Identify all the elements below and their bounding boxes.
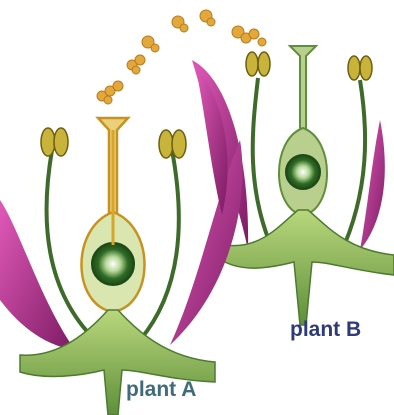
pollen-grain-icon	[142, 36, 159, 52]
filament	[340, 80, 365, 255]
pollen-grain-icon	[97, 81, 123, 104]
filament	[140, 150, 179, 340]
pollen-grains	[97, 10, 266, 104]
pollen-grain-icon	[172, 16, 188, 32]
plant-a-label: plant A	[126, 378, 196, 402]
ovule	[92, 243, 134, 285]
pollen-grain-icon	[232, 26, 266, 46]
plant-a	[0, 65, 242, 415]
pollen-grain-icon	[127, 55, 145, 74]
ovule	[286, 155, 320, 189]
anther-icon	[246, 52, 270, 76]
petal	[170, 140, 242, 345]
anther-icon	[348, 56, 372, 80]
pollen-grain-icon	[200, 10, 215, 26]
petal	[0, 200, 75, 350]
anther-icon	[41, 128, 68, 156]
plant-b-label: plant B	[290, 318, 361, 342]
filament	[253, 78, 275, 255]
